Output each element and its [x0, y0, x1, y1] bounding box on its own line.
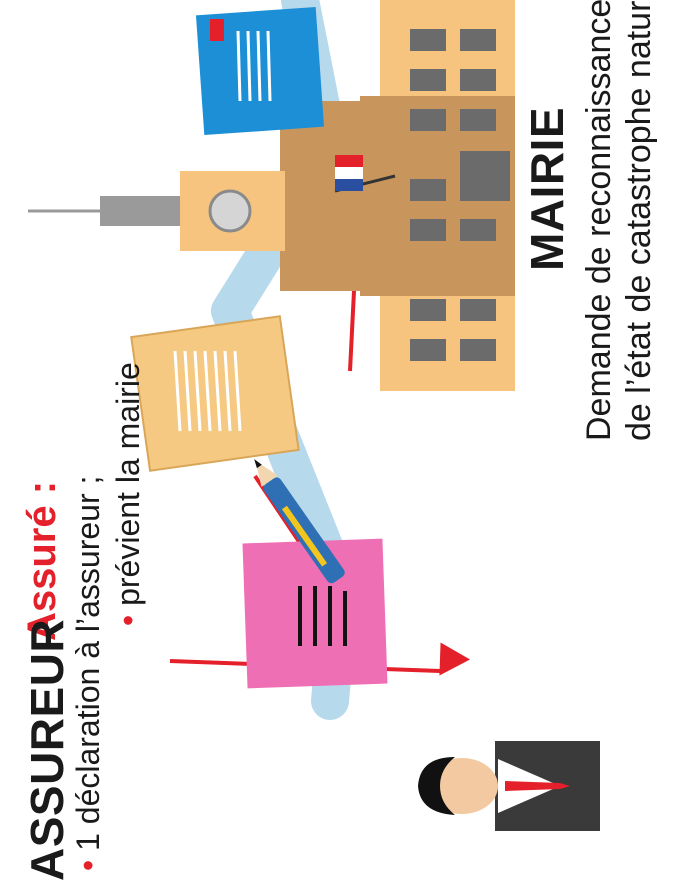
blue-official-document-icon — [196, 7, 324, 135]
bullet-dot: • — [110, 615, 146, 626]
insured-bullet-2-text: prévient la mairie — [110, 362, 146, 606]
insured-bullet-1-text: 1 déclaration à l’assureur ; — [70, 476, 106, 851]
insured-bullet-2: • prévient la mairie — [110, 362, 147, 626]
townhall-description-line-2: de l’état de catastrophe naturelle — [620, 0, 659, 441]
bullet-dot: • — [70, 860, 106, 871]
insurer-label: ASSUREUR — [20, 619, 74, 881]
insured-title: Assuré : — [20, 481, 65, 641]
insurer-person-icon — [418, 741, 600, 831]
townhall-label: MAIRIE — [520, 107, 574, 271]
townhall-description-line-1: Demande de reconnaissance — [580, 0, 619, 441]
beige-document-icon — [131, 316, 298, 471]
insured-bullet-1: • 1 déclaration à l’assureur ; — [70, 476, 107, 871]
